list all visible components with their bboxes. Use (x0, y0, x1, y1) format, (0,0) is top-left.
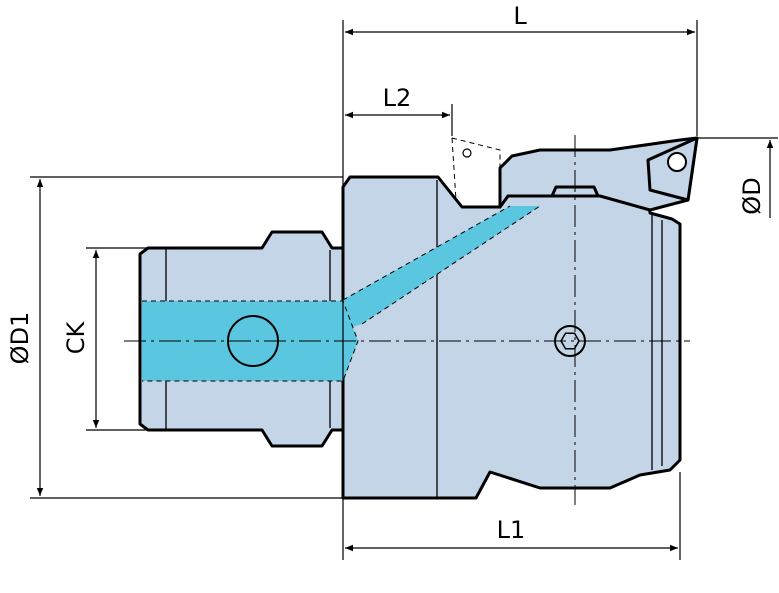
label-CK: CK (62, 320, 90, 354)
label-L2: L2 (383, 84, 412, 112)
label-D: ØD (738, 177, 766, 214)
cartridge-hidden-outline (451, 137, 501, 208)
coolant-channel-diagonal (343, 206, 540, 330)
coolant-hidden-edges (142, 205, 541, 382)
label-L1: L1 (497, 516, 526, 544)
cartridge-pin-icon (462, 148, 472, 158)
label-L: L (513, 2, 527, 30)
label-D1: ØD1 (6, 312, 34, 365)
head-body (341, 175, 682, 500)
insert-screw-icon (667, 152, 687, 172)
